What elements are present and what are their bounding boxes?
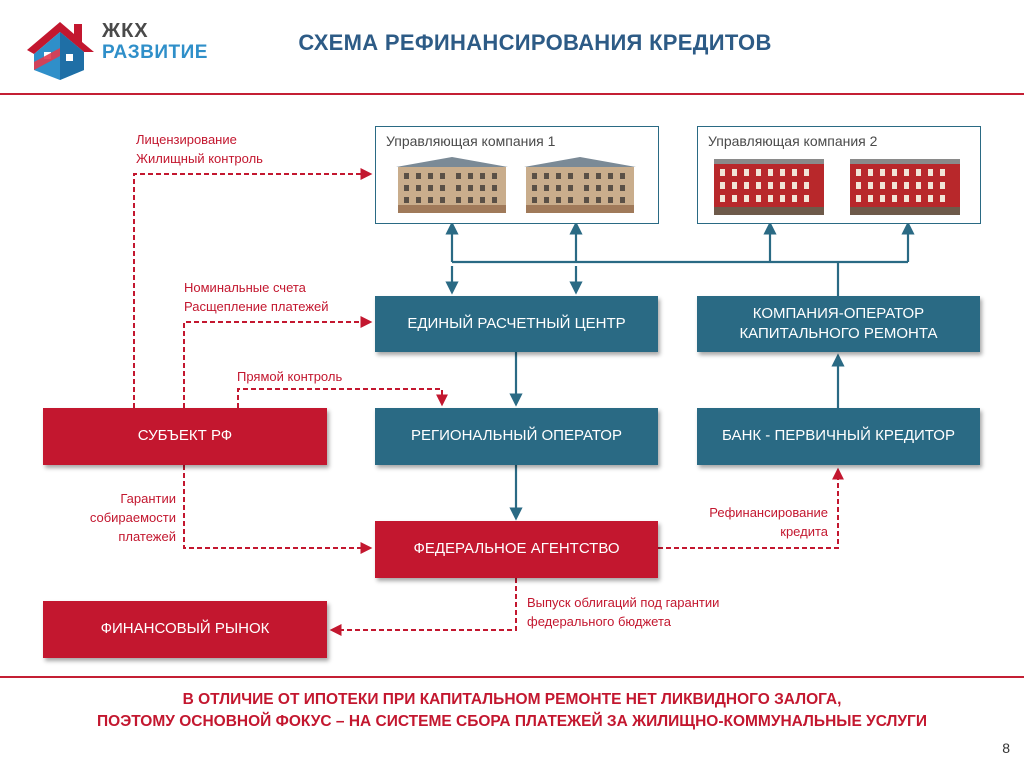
footer-line1: В ОТЛИЧИЕ ОТ ИПОТЕКИ ПРИ КАПИТАЛЬНОМ РЕМ… <box>182 691 842 708</box>
label-refinancing-line1: Рефинансирование <box>709 505 828 520</box>
logo-text-top: ЖКХ <box>102 20 149 42</box>
nominal-arrow <box>183 316 373 408</box>
company-2-box: Управляющая компания 2 <box>697 126 981 224</box>
label-nominal-line2: Расщепление платежей <box>184 298 329 314</box>
label-direct-control: Прямой контроль <box>237 369 343 384</box>
label-licensing-line2: Жилищный контроль <box>136 150 263 166</box>
node-erc: ЕДИНЫЙ РАСЧЕТНЫЙ ЦЕНТР <box>375 296 658 352</box>
licensing-arrow <box>133 168 373 408</box>
guarantee-arrow <box>183 465 373 554</box>
node-operator: КОМПАНИЯ-ОПЕРАТОР КАПИТАЛЬНОГО РЕМОНТА <box>697 296 980 352</box>
logo-text-bottom: РАЗВИТИЕ <box>102 42 208 63</box>
label-nominal-line1: Номинальные счета <box>184 280 306 295</box>
company-1-box: Управляющая компания 1 <box>375 126 659 224</box>
label-bonds-line2: федерального бюджета <box>527 613 672 629</box>
footer-line2: ПОЭТОМУ ОСНОВНОЙ ФОКУС – НА СИСТЕМЕ СБОР… <box>97 713 927 731</box>
page-title: СХЕМА РЕФИНАНСИРОВАНИЯ КРЕДИТОВ <box>298 30 772 55</box>
label-guarantee-line1: Гарантии <box>120 491 176 506</box>
node-market: ФИНАНСОВЫЙ РЫНОК <box>43 601 327 658</box>
building-icon <box>714 159 960 215</box>
logo <box>22 12 202 82</box>
node-subject: СУБЪЕКТ РФ <box>43 408 327 465</box>
direct-control-arrow <box>237 388 448 408</box>
house-logo-icon <box>27 22 94 80</box>
label-bonds-line1: Выпуск облигаций под гарантии <box>527 595 720 610</box>
label-bonds: Выпуск облигаций под гарантии федерально… <box>527 594 719 632</box>
label-licensing-line1: Лицензирование <box>136 132 237 147</box>
label-guarantee: Гарантии собираемости платежей <box>60 490 176 547</box>
label-guarantee-line2: собираемости <box>89 509 176 525</box>
node-bank: БАНК - ПЕРВИЧНЫЙ КРЕДИТОР <box>697 408 980 465</box>
top-divider <box>0 93 1024 95</box>
company-2-title: Управляющая компания 2 <box>708 133 878 149</box>
node-federal: ФЕДЕРАЛЬНОЕ АГЕНТСТВО <box>375 521 658 578</box>
bottom-divider <box>0 676 1024 678</box>
footer-statement: В ОТЛИЧИЕ ОТ ИПОТЕКИ ПРИ КАПИТАЛЬНОМ РЕМ… <box>0 689 1024 734</box>
label-guarantee-line3: платежей <box>118 528 176 544</box>
refinancing-arrow <box>658 467 844 549</box>
label-refinancing: Рефинансирование кредита <box>668 504 828 542</box>
node-regional: РЕГИОНАЛЬНЫЙ ОПЕРАТОР <box>375 408 658 465</box>
label-refinancing-line2: кредита <box>780 523 828 539</box>
label-licensing: Лицензирование Жилищный контроль <box>136 131 263 169</box>
label-nominal: Номинальные счета Расщепление платежей <box>184 279 329 317</box>
page-number: 8 <box>1002 740 1010 756</box>
building-icon <box>396 157 636 213</box>
company-1-title: Управляющая компания 1 <box>386 133 556 149</box>
bonds-arrow <box>329 578 517 636</box>
